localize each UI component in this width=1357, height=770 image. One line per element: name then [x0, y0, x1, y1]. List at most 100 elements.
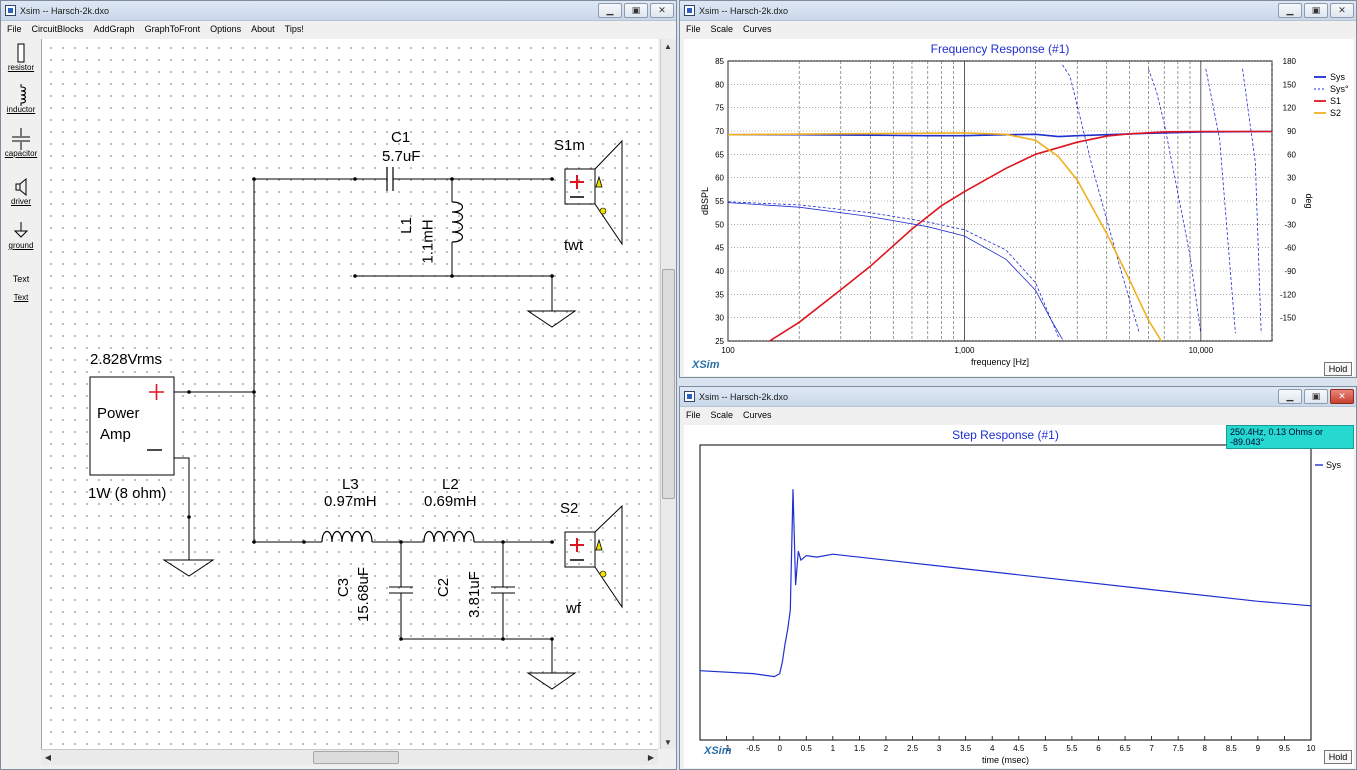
- palette-text[interactable]: Text: [1, 269, 41, 289]
- x-tick-label: 5: [1043, 744, 1048, 753]
- y-tick-label: 55: [715, 197, 724, 206]
- close-button[interactable]: ✕: [1330, 389, 1354, 404]
- schematic-window: Xsim -- Harsch-2k.dxo ▁ ▣ ✕ File Circuit…: [0, 0, 677, 770]
- x-axis-label: time (msec): [982, 755, 1029, 765]
- y-tick-label: 25: [715, 337, 724, 346]
- frequency-titlebar[interactable]: Xsim -- Harsch-2k.dxo ▁ ▣ ✕: [680, 1, 1356, 21]
- palette-inductor[interactable]: inductor: [1, 84, 41, 114]
- scroll-thumb[interactable]: [662, 269, 675, 499]
- schematic-canvas[interactable]: 2.828Vrms Power Amp 1W (8 ohm) C1 5.7uF …: [41, 39, 658, 749]
- maximize-button[interactable]: ▣: [624, 3, 648, 18]
- y-tick-label: 45: [715, 244, 724, 253]
- x-tick-label: 2.5: [907, 744, 919, 753]
- palette-driver[interactable]: driver: [1, 177, 41, 206]
- palette-label: ground: [8, 241, 34, 250]
- menu-addgraph[interactable]: AddGraph: [93, 24, 135, 34]
- minimize-button[interactable]: ▁: [1278, 389, 1302, 404]
- x-tick-label: 1.5: [854, 744, 866, 753]
- minimize-button[interactable]: ▁: [1278, 3, 1302, 18]
- legend-label: Sys: [1326, 460, 1342, 470]
- l1-name: L1: [397, 217, 415, 234]
- close-button[interactable]: ✕: [1330, 3, 1354, 18]
- palette-resistor[interactable]: resistor: [1, 43, 41, 72]
- maximize-button[interactable]: ▣: [1304, 3, 1328, 18]
- x-tick-label: -1: [723, 744, 731, 753]
- menu-scale[interactable]: Scale: [710, 410, 734, 420]
- menu-graphtofront[interactable]: GraphToFront: [144, 24, 201, 34]
- scroll-down-icon[interactable]: ▼: [664, 737, 672, 747]
- frequency-menubar: File Scale Curves: [680, 21, 1356, 37]
- scroll-up-icon[interactable]: ▲: [664, 41, 672, 51]
- x-tick-label: 0.5: [801, 744, 813, 753]
- step-window: Xsim -- Harsch-2k.dxo ▁ ▣ ✕ File Scale C…: [679, 386, 1357, 770]
- hold-button[interactable]: Hold: [1324, 362, 1352, 376]
- palette-text-link[interactable]: Text: [1, 293, 41, 302]
- menu-options[interactable]: Options: [210, 24, 242, 34]
- s1-label: twt: [564, 237, 584, 254]
- y2-tick-label: -60: [1284, 244, 1296, 253]
- y2-tick-label: 150: [1283, 80, 1297, 89]
- palette-label: capacitor: [4, 149, 38, 158]
- scroll-left-icon[interactable]: ◀: [44, 752, 52, 762]
- y2-tick-label: -150: [1280, 314, 1297, 323]
- minimize-button[interactable]: ▁: [598, 3, 622, 18]
- x-tick-label: 6: [1096, 744, 1101, 753]
- amp-label-line1: Power: [97, 405, 140, 422]
- amp-power-label: 1W (8 ohm): [88, 485, 167, 502]
- xsim-logo: XSim: [704, 745, 732, 757]
- menu-about[interactable]: About: [251, 24, 275, 34]
- scroll-right-icon[interactable]: ▶: [647, 752, 655, 762]
- menu-file[interactable]: File: [686, 24, 701, 34]
- l3-value: 0.97mH: [324, 493, 377, 510]
- menu-tips[interactable]: Tips!: [284, 24, 304, 34]
- hold-button[interactable]: Hold: [1324, 750, 1352, 764]
- y2-tick-label: 60: [1287, 150, 1296, 159]
- y-tick-label: 60: [715, 174, 724, 183]
- x-tick-label: 9: [1256, 744, 1261, 753]
- menu-file[interactable]: File: [7, 24, 22, 34]
- palette-capacitor[interactable]: capacitor: [1, 128, 41, 158]
- palette-ground[interactable]: ground: [1, 221, 41, 250]
- chart-title: Step Response (#1): [952, 428, 1059, 442]
- x-tick-label: 3: [937, 744, 942, 753]
- l3-name: L3: [342, 476, 359, 493]
- plot-frame: [699, 444, 1312, 741]
- x-tick-label: 0: [777, 744, 782, 753]
- c3-value: 15.68uF: [355, 566, 373, 623]
- menu-circuitblocks[interactable]: CircuitBlocks: [31, 24, 84, 34]
- scroll-thumb[interactable]: [313, 751, 399, 764]
- cursor-readout: 250.4Hz, 0.13 Ohms or -89.043°: [1226, 425, 1354, 449]
- schematic-titlebar[interactable]: Xsim -- Harsch-2k.dxo ▁ ▣ ✕: [1, 1, 676, 21]
- y-tick-label: 30: [715, 314, 724, 323]
- s2-name: S2: [560, 500, 579, 517]
- schematic-vertical-scrollbar[interactable]: ▲ ▼: [660, 39, 676, 749]
- xsim-app-icon: [684, 391, 695, 402]
- menu-curves[interactable]: Curves: [743, 410, 772, 420]
- y2-axis-label: deg: [1304, 193, 1314, 208]
- menu-curves[interactable]: Curves: [743, 24, 772, 34]
- menu-file[interactable]: File: [686, 410, 701, 420]
- y2-tick-label: 0: [1292, 197, 1297, 206]
- x-tick-label: 9.5: [1279, 744, 1291, 753]
- inductor-icon: [1, 84, 41, 106]
- legend-label: Sys°: [1330, 84, 1349, 94]
- x-tick-label: 1: [831, 744, 836, 753]
- x-tick-label: 10: [1307, 744, 1316, 753]
- l1-value: 1.1mH: [419, 219, 437, 264]
- schematic-horizontal-scrollbar[interactable]: ◀ ▶: [41, 749, 658, 765]
- step-titlebar[interactable]: Xsim -- Harsch-2k.dxo ▁ ▣ ✕: [680, 387, 1356, 407]
- x-tick-label: 7.5: [1173, 744, 1185, 753]
- chart-title: Frequency Response (#1): [931, 42, 1070, 56]
- c2-value: 3.81uF: [465, 571, 483, 618]
- menu-scale[interactable]: Scale: [710, 24, 734, 34]
- maximize-button[interactable]: ▣: [1304, 389, 1328, 404]
- amp-label-line2: Amp: [100, 426, 131, 443]
- text-icon: Text: [12, 274, 30, 284]
- schematic-title: Xsim -- Harsch-2k.dxo: [20, 5, 110, 16]
- xsim-app-icon: [5, 5, 16, 16]
- close-button[interactable]: ✕: [650, 3, 674, 18]
- y2-tick-label: -90: [1284, 267, 1296, 276]
